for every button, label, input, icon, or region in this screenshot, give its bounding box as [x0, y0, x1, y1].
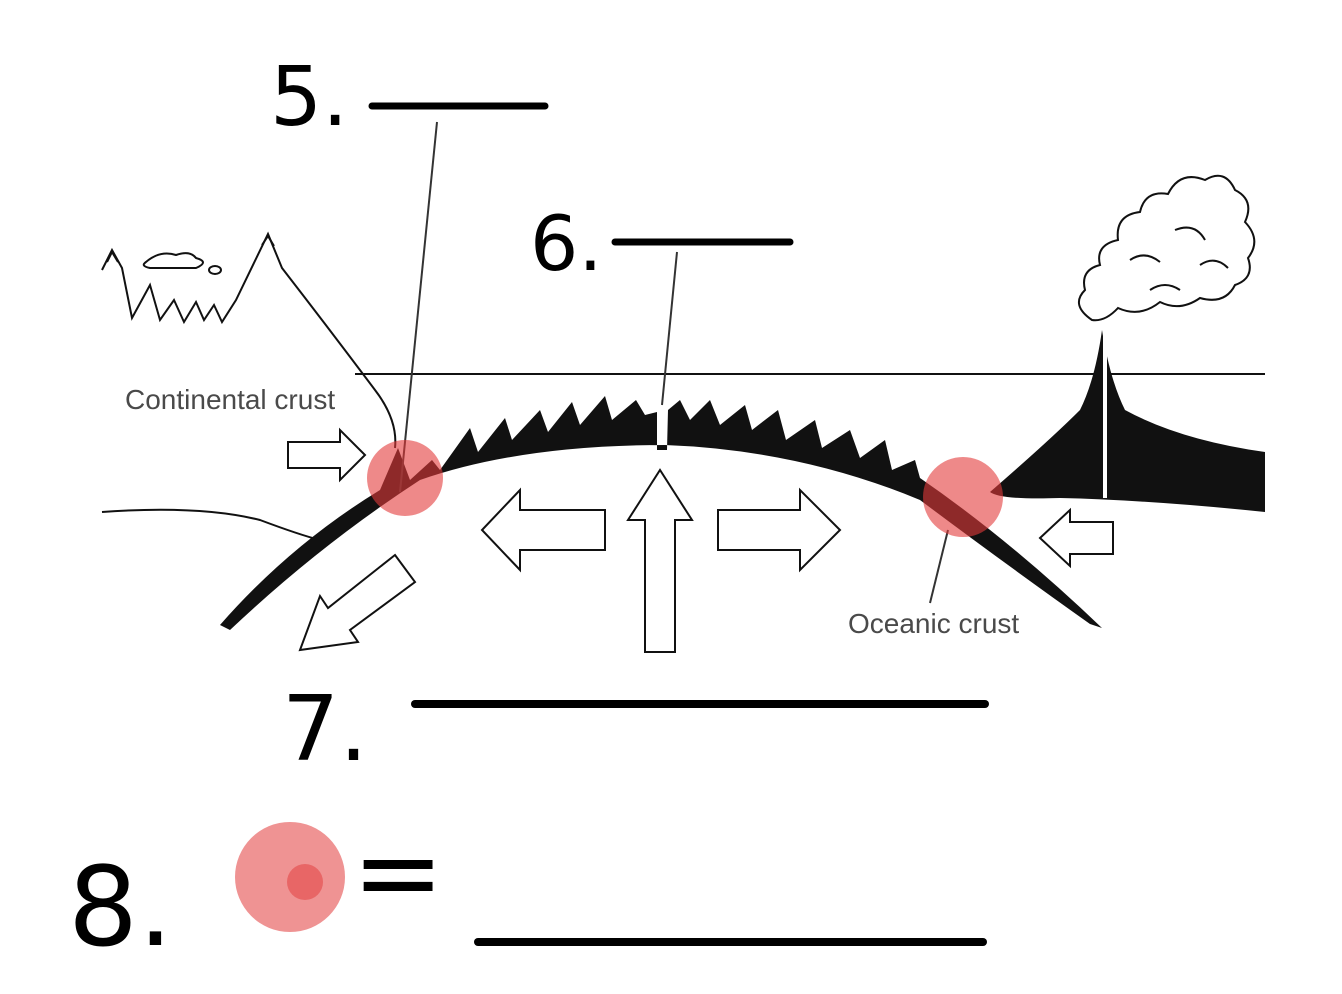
leader-line-5 — [399, 121, 438, 493]
continental-base-line — [101, 508, 321, 541]
leader-line-6 — [661, 251, 678, 406]
question-6-number: 6. — [530, 199, 603, 288]
red-dot-icon — [367, 440, 443, 516]
arrow-right-continental — [287, 427, 367, 483]
volcano-island — [990, 330, 1265, 512]
arrow-left-center — [480, 487, 606, 573]
question-5-number: 5. — [270, 50, 348, 145]
arrow-right-center — [717, 487, 842, 573]
mountain-range-icon — [101, 231, 397, 449]
eruption-cloud-icon — [1077, 174, 1256, 322]
red-dot-icon — [923, 457, 1003, 537]
continental-crust-label: Continental crust — [125, 384, 335, 415]
leader-line-oceanic — [929, 529, 949, 604]
arrows — [287, 427, 1114, 653]
question-7-number: 7. — [282, 677, 368, 782]
oceanic-crust-arch — [220, 396, 1102, 630]
arrow-down-left-subduction — [298, 553, 417, 652]
question-8-equals: = — [352, 808, 444, 936]
oceanic-crust-label: Oceanic crust — [848, 608, 1019, 639]
arrow-left-oceanic — [1038, 507, 1114, 569]
question-8-number: 8. — [68, 843, 173, 971]
red-dot-inner — [287, 864, 323, 900]
arrow-up-center — [626, 468, 694, 653]
